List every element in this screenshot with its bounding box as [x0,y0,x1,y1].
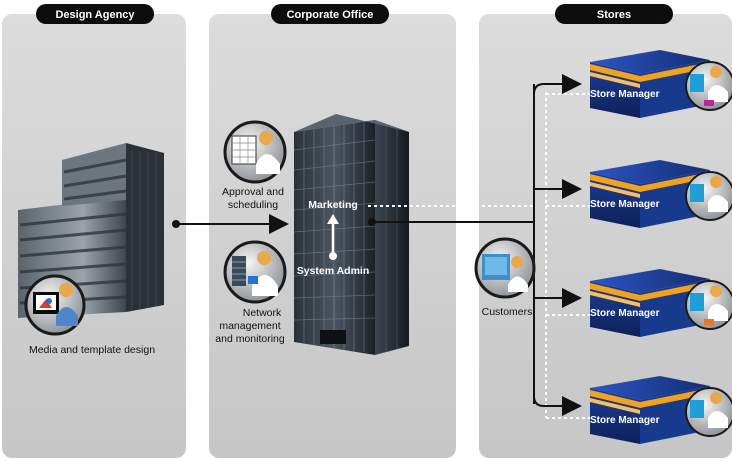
store-4: Store Manager [590,376,732,444]
store-manager-1-label: Store Manager [590,89,660,100]
network-line3: and monitoring [215,333,285,345]
designer-avatar-icon [24,274,86,336]
store-manager-4-label: Store Manager [590,415,660,426]
store-manager-4-avatar-icon [685,387,732,437]
store-manager-3-avatar-icon [685,280,732,330]
system-admin-label: System Admin [297,265,370,277]
corporate-connector-dot [368,218,376,226]
store-manager-1-avatar-icon [685,61,732,111]
corporate-office-pill: Corporate Office [271,4,389,24]
store-manager-2-avatar-icon [685,171,732,221]
store-1: Store Manager [590,50,732,118]
store-3: Store Manager [590,269,732,337]
store-branch-arrow-4-icon [533,395,582,416]
customers-avatar-icon [474,237,536,299]
store-branch-arrow-1-icon [533,74,582,95]
design-agency-pill: Design Agency [36,4,154,24]
stores-title: Stores [597,9,631,21]
corporate-office-title: Corporate Office [287,9,374,21]
network-avatar-icon [223,240,287,304]
store-icon [590,376,710,444]
stores-panel [479,14,732,458]
store-manager-3-label: Store Manager [590,308,660,319]
store-dashed-returns [546,93,592,419]
network-line1: Network [243,307,282,319]
sysadmin-arrow-head-icon [327,214,339,224]
stores-pill: Stores [555,4,673,24]
store-manager-2-label: Store Manager [590,199,660,210]
office-tower-icon [293,114,409,355]
approval-line1: Approval and [222,186,284,198]
sysadmin-dot [329,252,337,260]
customers-label: Customers [482,306,533,318]
agency-connector-dot [172,220,180,228]
marketing-label: Marketing [308,199,358,211]
approval-avatar-icon [223,120,287,184]
agency-caption: Media and template design [29,344,155,356]
store-2: Store Manager [590,160,732,228]
approval-line2: scheduling [228,199,278,211]
design-agency-title: Design Agency [55,9,135,21]
network-line2: management [219,320,280,332]
